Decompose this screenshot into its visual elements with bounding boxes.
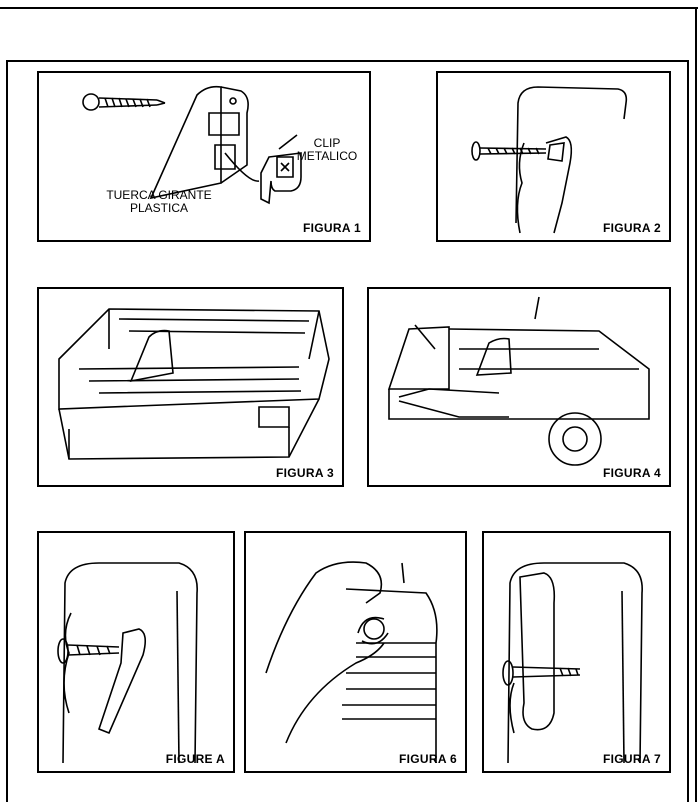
figure-2-panel: FIGURA 2 [436, 71, 671, 242]
figure-7-panel: FIGURA 7 [482, 531, 671, 773]
clip-label: CLIP METALICO [296, 136, 358, 163]
rail-icon [507, 562, 643, 764]
figure-a-illustration [57, 562, 198, 764]
clip-arrow-icon [278, 134, 298, 150]
truck-side-icon [345, 588, 438, 763]
figure-7-illustration [502, 562, 643, 764]
screw-icon [82, 93, 166, 111]
arrow-icon [401, 562, 405, 584]
screw-icon [502, 660, 581, 686]
page-border-top [0, 7, 698, 9]
wrench-icon [363, 618, 385, 640]
screw-icon [471, 141, 547, 161]
rail-icon [515, 86, 628, 224]
nut-arrow-icon [224, 152, 260, 182]
metal-clip-icon [260, 152, 302, 205]
tuerca-label: TUERCA GIRANTE PLASTICA [106, 188, 212, 215]
figure-3-caption: FIGURA 3 [276, 466, 334, 480]
hand-icon [285, 642, 385, 744]
clip-icon [519, 572, 556, 731]
figure-7-caption: FIGURA 7 [603, 752, 661, 766]
rail-icon [62, 562, 198, 764]
figure-4-caption: FIGURA 4 [603, 466, 661, 480]
plastic-nut-icon [149, 85, 249, 200]
figure-a-panel: FIGURE A [37, 531, 235, 773]
figure-1-caption: FIGURA 1 [303, 221, 361, 235]
figure-6-caption: FIGURA 6 [399, 752, 457, 766]
figure-1-illustration [82, 85, 302, 205]
figure-3-panel: FIGURA 3 [37, 287, 344, 487]
figure-2-caption: FIGURA 2 [603, 221, 661, 235]
clip-icon [545, 136, 573, 234]
figure-1-panel: CLIP METALICO TUERCA GIRANTE PLASTICA FI… [37, 71, 371, 242]
page-border-right [695, 7, 697, 802]
screw-icon [57, 638, 120, 664]
arrow-icon [414, 324, 436, 350]
figure-3-illustration [58, 308, 330, 460]
cargo-box-icon [129, 329, 174, 383]
figure-2-illustration [471, 86, 628, 234]
figures-frame [6, 60, 689, 802]
hand-icon [265, 561, 383, 674]
figure-4-panel: FIGURA 4 [367, 287, 671, 487]
truck-bed-icon [58, 308, 330, 460]
figure-6-panel: FIGURA 6 [244, 531, 467, 773]
figure-6-illustration [265, 561, 438, 763]
figure-a-caption: FIGURE A [165, 752, 225, 766]
clip-icon [98, 628, 147, 735]
arrow-icon [534, 296, 540, 320]
figure-4-illustration [387, 296, 650, 466]
pickup-truck-icon [387, 326, 650, 466]
cargo-box-icon [475, 337, 512, 376]
